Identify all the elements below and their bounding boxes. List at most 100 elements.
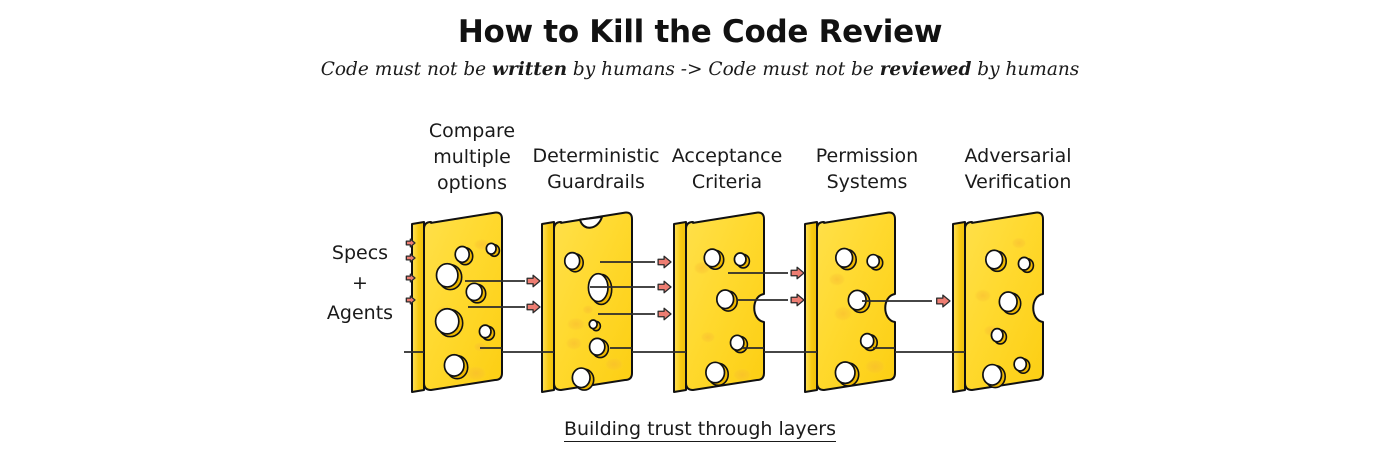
flow-arrow: [657, 307, 672, 321]
cheese-hole-opening: [588, 319, 598, 330]
cheese-hole-opening: [587, 272, 609, 303]
cheese-hole-opening: [859, 332, 875, 349]
layer-label-3: Acceptance Criteria: [671, 145, 783, 193]
cheese-hole-depth: [736, 253, 751, 269]
flow-arrow: [936, 294, 951, 308]
cheese-hole: [465, 282, 487, 304]
cheese-hole: [1017, 256, 1035, 274]
subtitle-part-1: written: [492, 59, 568, 80]
cheese-slice-4-side: [804, 221, 818, 393]
cheese-hole: [485, 242, 501, 258]
cheese-slice-4-face: [816, 211, 896, 391]
cheese-hole: [563, 251, 585, 273]
flow-arrow: [526, 274, 541, 288]
cheese-hole: [834, 247, 858, 271]
cheese-blotch: [566, 317, 586, 332]
cheese-hole-depth: [1020, 257, 1035, 274]
cheese-blotch: [732, 367, 752, 382]
cheese-hole: [435, 262, 463, 291]
cheese-hole-depth: [589, 273, 613, 306]
cheese-slice-1-face: [423, 211, 503, 391]
cheese-hole-opening: [563, 251, 581, 271]
flow-arrow: [790, 266, 805, 280]
cheese-hole-depth: [488, 243, 501, 258]
cheese-hole: [1013, 356, 1031, 375]
cheese-hole: [571, 367, 595, 391]
cheese-hole-depth: [481, 325, 496, 341]
cheese-slice-5: [952, 211, 1044, 393]
cheese-slice-2-top-notch: [579, 215, 603, 229]
cheese-hole-opening: [465, 282, 483, 302]
layer-label-1: Compare multiple options: [428, 120, 516, 194]
cheese-hole-depth: [837, 248, 858, 271]
cheese-hole-depth: [862, 334, 879, 352]
cheese-blotch: [864, 358, 886, 375]
diagram-caption: Building trust through layers: [0, 418, 1400, 442]
cheese-hole: [588, 337, 610, 359]
cheese-hole-opening: [866, 253, 881, 269]
cheese-hole-depth: [1000, 292, 1022, 315]
cheese-blotch: [582, 304, 594, 315]
cheese-hole-opening: [434, 307, 460, 335]
diagram-caption-text: Building trust through layers: [563, 418, 837, 442]
cheese-hole-opening: [715, 289, 735, 310]
cheese-slice-1-side: [411, 221, 425, 393]
cheese-blotch: [473, 341, 487, 352]
flow-arrow: [790, 293, 805, 307]
cheese-blotch: [974, 288, 992, 303]
cheese-hole-depth: [868, 255, 884, 271]
cheese-hole-depth: [732, 335, 749, 354]
cheese-hole-depth: [456, 246, 474, 266]
cheese-hole: [729, 334, 749, 354]
cheese-hole: [982, 363, 1007, 389]
cheese-blotch: [833, 305, 853, 322]
cheese-hole-depth: [566, 252, 585, 273]
flow-arrow: [526, 300, 541, 314]
cheese-hole: [990, 327, 1008, 345]
cheese-hole-opening: [729, 334, 745, 352]
cheese-hole-depth: [437, 263, 463, 291]
cheese-hole-opening: [478, 324, 492, 339]
cheese-hole-opening: [443, 353, 465, 377]
cheese-slice-5-side: [952, 221, 966, 393]
cheese-slice-4: [804, 211, 896, 393]
subtitle-part-0: Code must not be: [320, 59, 493, 80]
cheese-hole-opening: [982, 363, 1003, 386]
cheese-slice-2-side: [541, 221, 555, 393]
cheese-hole-depth: [705, 249, 725, 271]
cheese-hole: [859, 332, 879, 352]
cheese-hole: [587, 272, 613, 306]
cheese-slice-1: [411, 211, 503, 393]
cheese-hole-depth: [445, 354, 469, 380]
cheese-slice-3-side: [673, 221, 687, 393]
cheese-blotch: [693, 260, 711, 275]
cheese-hole-depth: [849, 290, 871, 314]
cheese-hole-opening: [454, 245, 471, 264]
cheese-blotch: [465, 365, 487, 382]
cheese-hole-depth: [1015, 358, 1031, 375]
cheese-hole-depth: [836, 362, 860, 387]
cheese-hole: [998, 291, 1022, 315]
page-title: How to Kill the Code Review: [457, 14, 943, 50]
cheese-hole-opening: [733, 252, 747, 267]
cheese-hole-opening: [990, 327, 1004, 343]
cheese-hole-depth: [436, 308, 464, 338]
subtitle-part-3: reviewed: [879, 59, 972, 80]
cheese-hole-opening: [435, 262, 459, 288]
cheese-hole-depth: [591, 338, 610, 359]
cheese-hole: [866, 253, 884, 271]
layer-label-4: Permission Systems: [815, 145, 919, 193]
cheese-hole: [984, 249, 1008, 273]
flow-arrow: [657, 255, 672, 269]
subtitle-part-2: by humans -> Code must not be: [567, 59, 880, 80]
cheese-blotch: [436, 305, 452, 318]
cheese-hole: [454, 245, 474, 266]
cheese-blotch: [1012, 357, 1030, 372]
cheese-hole-opening: [1013, 356, 1028, 372]
cheese-hole-opening: [998, 291, 1018, 313]
cheese-hole-opening: [485, 242, 497, 255]
cheese-hole: [705, 361, 730, 387]
cheese-slice-3: [673, 211, 765, 393]
cheese-slice-2: [541, 211, 633, 393]
